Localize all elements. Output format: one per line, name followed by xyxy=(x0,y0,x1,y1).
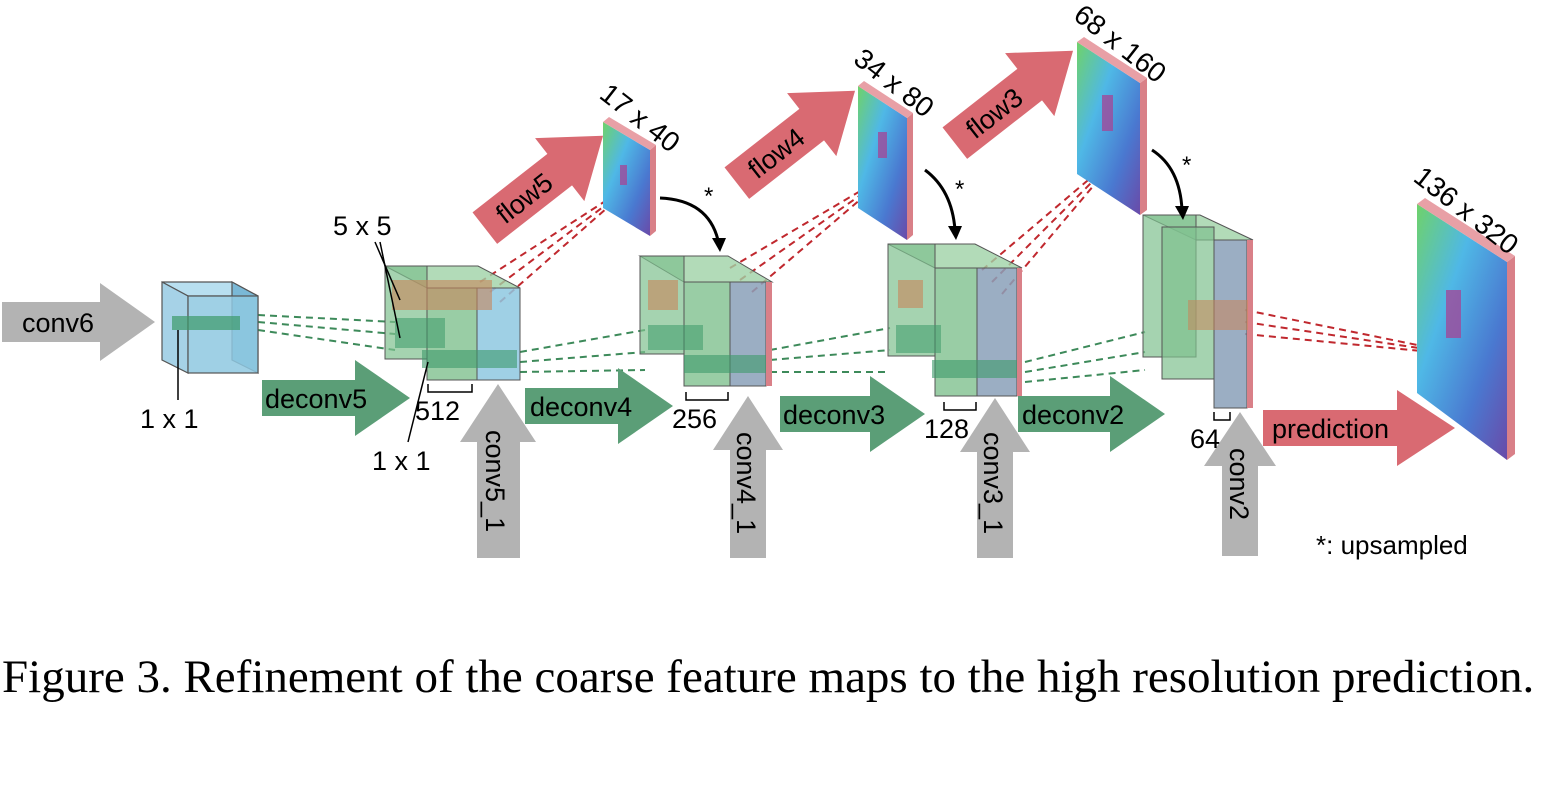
upsample-arrowhead-3 xyxy=(1175,206,1189,220)
channel-label-128: 128 xyxy=(924,414,969,444)
conv6-cube xyxy=(161,280,259,374)
upsample-star-2: * xyxy=(955,176,964,203)
upsample-arrows xyxy=(659,148,1184,241)
deconv3-arrow: deconv3 xyxy=(780,376,925,452)
conv4_1-arrow: conv4_1 xyxy=(713,396,783,558)
kernel-label-5x5: 5 x 5 xyxy=(333,211,392,241)
deconv2-label: deconv2 xyxy=(1022,400,1124,430)
block5-cube xyxy=(384,265,521,381)
upsample-star-3: * xyxy=(1182,152,1191,179)
conv6-label: conv6 xyxy=(22,308,94,338)
prediction-arrow: prediction xyxy=(1263,390,1455,466)
conv3_1-label: conv3_1 xyxy=(978,432,1008,534)
conv5_1-label: conv5_1 xyxy=(480,430,510,532)
conv6-arrow: conv6 xyxy=(2,283,155,361)
channel-label-64: 64 xyxy=(1190,424,1220,454)
kernel-5x5-pointers xyxy=(374,241,401,339)
red-dashed-connectors xyxy=(479,169,1433,353)
flow3-map xyxy=(1077,37,1147,215)
channel-label-256: 256 xyxy=(672,404,717,434)
deconv2-arrow: deconv2 xyxy=(1018,376,1165,452)
channel-label-512: 512 xyxy=(415,396,460,426)
prediction-map xyxy=(1417,198,1515,460)
upsample-star-1: * xyxy=(704,183,713,210)
conv2-arrow: conv2 xyxy=(1204,412,1276,556)
conv5_1-arrow: conv5_1 xyxy=(460,384,536,558)
block2-cube xyxy=(1142,214,1254,409)
block4-cube xyxy=(638,255,774,387)
flow3-arrow: flow3 xyxy=(942,50,1074,159)
flow4-map xyxy=(858,81,913,240)
deconv4-arrow: deconv4 xyxy=(525,368,673,444)
deconv3-label: deconv3 xyxy=(783,400,885,430)
flow5-arrow: flow5 xyxy=(472,135,604,244)
prediction-label: prediction xyxy=(1272,414,1389,444)
upsampled-footnote: *: upsampled xyxy=(1316,530,1468,560)
conv4_1-label: conv4_1 xyxy=(731,432,761,534)
conv3_1-arrow: conv3_1 xyxy=(960,398,1030,558)
channel-brackets xyxy=(427,384,1231,421)
flow4-arrow: flow4 xyxy=(724,90,856,199)
upsample-arrowhead-2 xyxy=(948,226,962,240)
network-diagram: conv6 deconv5 deconv4 deconv3 deconv2 co… xyxy=(2,0,1524,560)
figure-caption: Figure 3. Refinement of the coarse featu… xyxy=(2,651,1535,703)
deconv5-label: deconv5 xyxy=(265,384,367,414)
conv2-label: conv2 xyxy=(1224,448,1254,520)
flow5-map xyxy=(603,117,656,236)
green-dashed-connectors xyxy=(257,314,1146,383)
upsample-arrowhead-1 xyxy=(712,238,726,252)
kernel-1x1-block5-pointer xyxy=(407,361,429,443)
deconv4-label: deconv4 xyxy=(530,392,632,422)
deconv5-arrow: deconv5 xyxy=(262,360,410,436)
block3-cube xyxy=(887,243,1023,397)
kernel-label-1x1-block5: 1 x 1 xyxy=(372,446,431,476)
kernel-label-1x1-conv6: 1 x 1 xyxy=(140,404,199,434)
